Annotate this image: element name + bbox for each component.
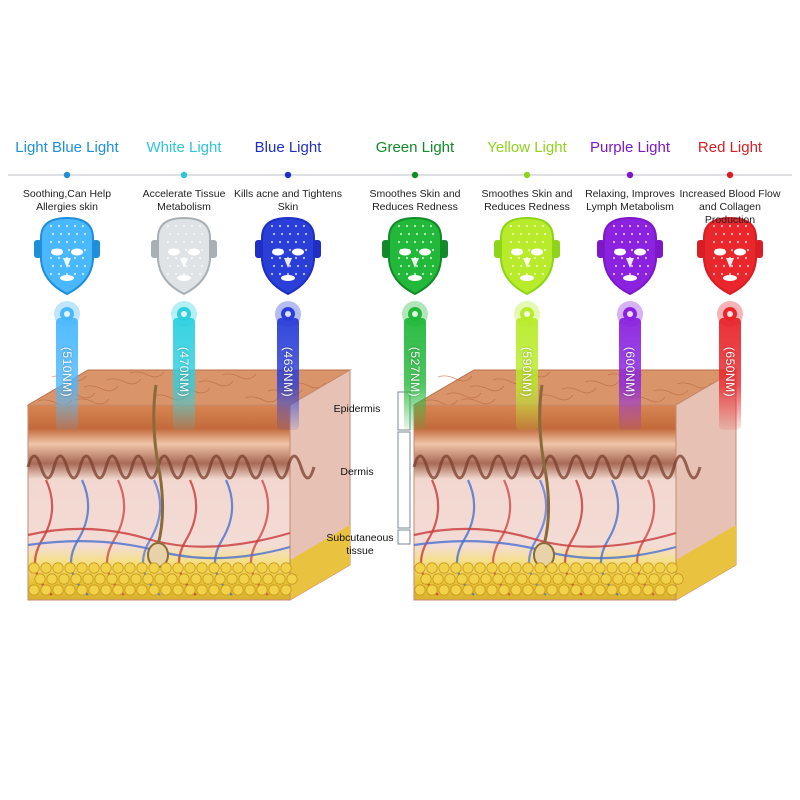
timeline-dot-2	[180, 171, 188, 179]
led-mask-5	[494, 216, 560, 296]
light-description-7: Increased Blood Flow and Collagen Produc…	[679, 188, 781, 226]
light-beam-3	[277, 318, 299, 430]
light-title-3: Blue Light	[254, 139, 322, 156]
light-description-3: Kills acne and Tightens Skin	[234, 188, 342, 213]
led-mask-3	[255, 216, 321, 296]
timeline-dot-7	[726, 171, 734, 179]
label-epidermis: Epidermis	[333, 403, 381, 415]
light-title-2: White Light	[146, 139, 222, 156]
light-beam-7	[719, 318, 741, 430]
wavelength-label-3: (463NM)	[281, 346, 295, 398]
light-title-1: Light Blue Light	[15, 139, 119, 156]
light-title-4: Green Light	[375, 139, 455, 156]
skin-block-1	[26, 369, 352, 601]
light-title-6: Purple Light	[589, 139, 671, 156]
wavelength-label-4: (527NM)	[408, 346, 422, 398]
timeline-dot-5	[523, 171, 531, 179]
timeline-dot-1	[63, 171, 71, 179]
light-description-2: Accelerate Tissue Metabolism	[142, 188, 226, 213]
wavelength-label-6: (600NM)	[623, 346, 637, 398]
wavelength-label-2: (470NM)	[177, 346, 191, 398]
papillae-line	[412, 454, 702, 480]
light-beam-6	[619, 318, 641, 430]
label-subcutaneous: Subcutaneous tissue	[326, 532, 394, 557]
light-beam-1	[56, 318, 78, 430]
light-beam-2	[173, 318, 195, 430]
light-title-7: Red Light	[697, 139, 763, 156]
label-dermis: Dermis	[340, 466, 374, 478]
timeline-dot-4	[411, 171, 419, 179]
led-mask-1	[34, 216, 100, 296]
led-mask-6	[597, 216, 663, 296]
led-mask-4	[382, 216, 448, 296]
led-mask-2	[151, 216, 217, 296]
wavelength-label-1: (510NM)	[60, 346, 74, 398]
hair-follicle	[538, 384, 551, 546]
light-beam-5	[516, 318, 538, 430]
light-description-6: Relaxing, Improves Lymph Metabolism	[585, 188, 675, 213]
wavelength-label-7: (650NM)	[723, 346, 737, 398]
led-mask-7	[697, 216, 763, 296]
light-description-4: Smoothes Skin and Reduces Redness	[369, 188, 461, 213]
light-description-1: Soothing,Can Help Allergies skin	[22, 188, 112, 213]
light-beam-4	[404, 318, 426, 430]
timeline-dot-3	[284, 171, 292, 179]
hair-follicle	[152, 384, 165, 546]
light-title-5: Yellow Light	[487, 139, 567, 156]
papillae-line	[26, 454, 316, 480]
timeline-dot-6	[626, 171, 634, 179]
wavelength-label-5: (590NM)	[520, 346, 534, 398]
skin-block-2	[412, 369, 738, 601]
light-description-5: Smoothes Skin and Reduces Redness	[481, 188, 573, 213]
